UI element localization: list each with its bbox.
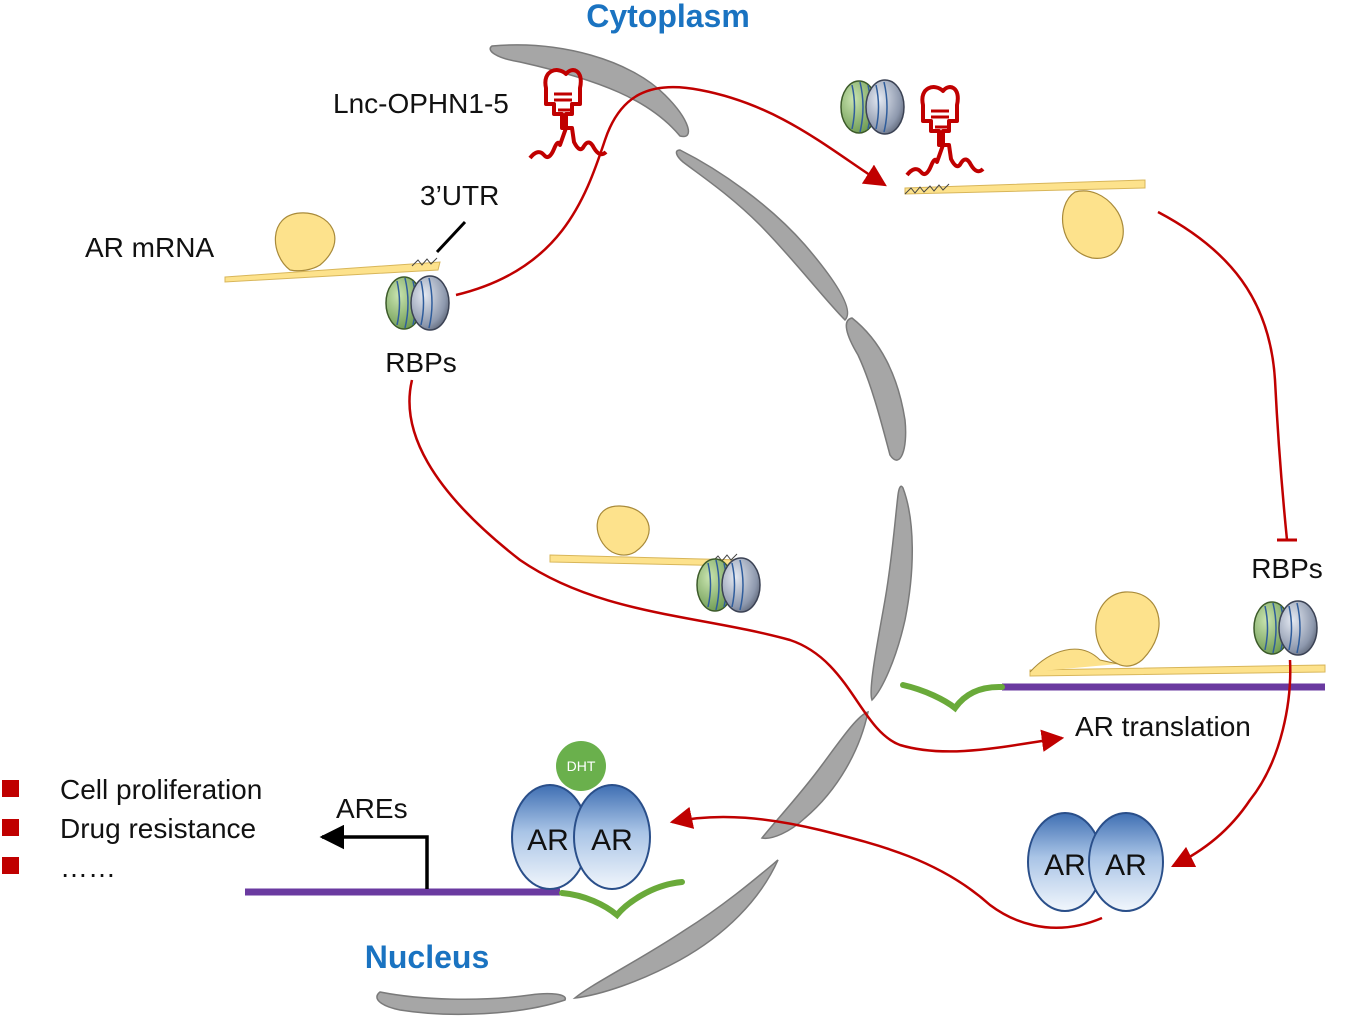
ar-dimer-nucleus: AR AR: [511, 784, 651, 890]
rbps-right: [1253, 600, 1318, 656]
outcome-bullet: [2, 780, 19, 797]
membrane-segment: [845, 317, 907, 461]
membrane-segment: [489, 44, 690, 138]
outcome-item: ……: [60, 852, 116, 883]
arrow-rbps-to-ar: [1170, 659, 1292, 868]
membrane-segment: [675, 149, 849, 322]
cytoplasm-label: Cytoplasm: [586, 0, 750, 34]
utr-pointer-line: [435, 220, 467, 254]
membrane-segment: [376, 991, 566, 1016]
ar-mrna-translating: [1029, 591, 1326, 677]
nucleus-label: Nucleus: [365, 939, 489, 975]
rbps-left-label: RBPs: [385, 347, 457, 378]
ar-nuc-left-label: AR: [527, 824, 569, 857]
lncrna-top-right: [905, 85, 985, 177]
dht-ligand: DHT: [556, 741, 606, 791]
ar-nuc-right-label: AR: [591, 824, 633, 857]
rbps-right-label: RBPs: [1251, 553, 1323, 584]
arrow-rbps-to-complex: [455, 85, 887, 297]
dht-label: DHT: [567, 758, 596, 774]
ar-mrna-left: [224, 212, 441, 283]
ar-mrna-top-right: [904, 179, 1146, 259]
arrow-ar-to-nucleus: [669, 806, 1103, 929]
ar-dimer-cytoplasm: AR AR: [1027, 812, 1164, 912]
outcome-bullet: [2, 819, 19, 836]
rbps-middle: [696, 557, 761, 613]
nuclear-peptide: [559, 879, 685, 920]
lnc-ophn1-5-label: Lnc-OPHN1-5: [333, 88, 509, 119]
ares-label: AREs: [336, 793, 408, 824]
arrow-rbps-to-translation: [408, 379, 1065, 753]
ares-transcription-arrow: [319, 824, 429, 889]
arrow-complex-inhibits-rbps: [1157, 210, 1289, 541]
nascent-peptide: [900, 682, 1005, 713]
utr-label: 3’UTR: [420, 180, 499, 211]
outcome-list: Cell proliferation Drug resistance ……: [2, 774, 262, 883]
membrane-segment: [870, 485, 913, 702]
outcome-item: Drug resistance: [60, 813, 256, 844]
outcome-bullet: [2, 857, 19, 874]
ar-cyto-left-label: AR: [1044, 849, 1086, 882]
rbps-top-right: [840, 79, 905, 135]
ar-mrna-label: AR mRNA: [85, 232, 214, 263]
ar-cyto-right-label: AR: [1105, 849, 1147, 882]
membrane-segment: [572, 859, 779, 1000]
rbps-left: [385, 275, 450, 331]
ar-translation-label: AR translation: [1075, 711, 1251, 742]
nuclear-envelope: [376, 44, 913, 1016]
outcome-item: Cell proliferation: [60, 774, 262, 805]
membrane-segment: [760, 710, 869, 840]
pathway-arrows: [408, 85, 1297, 929]
ar-mrna-middle: [549, 505, 741, 567]
